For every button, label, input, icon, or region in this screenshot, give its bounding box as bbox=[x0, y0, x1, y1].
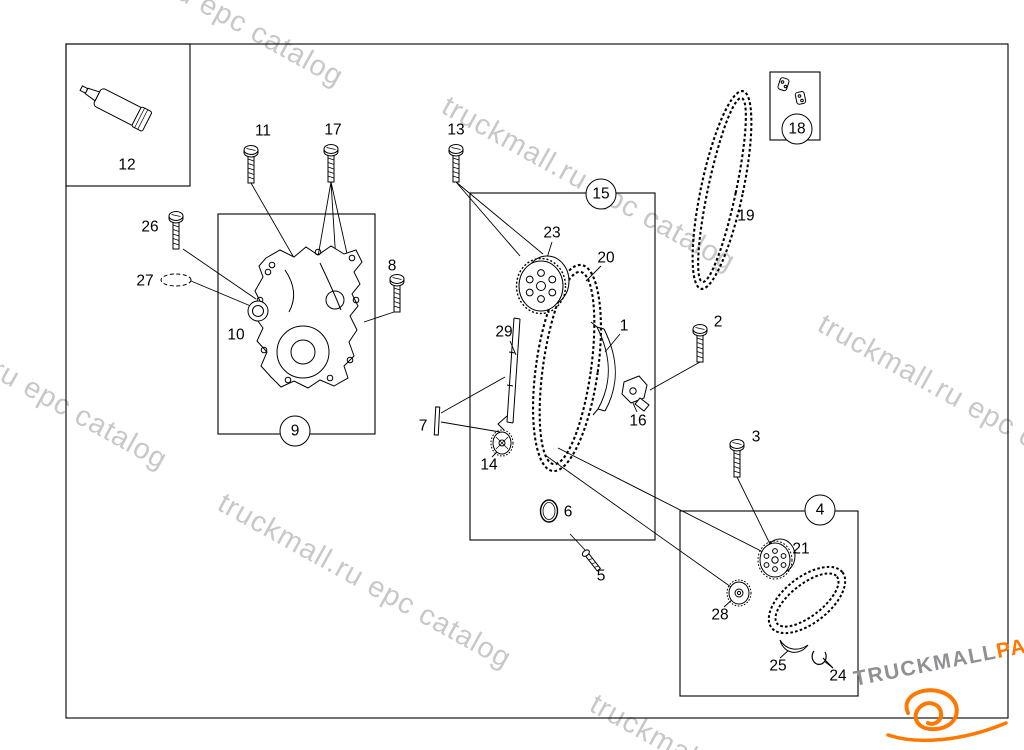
balance-chain-drawing bbox=[767, 565, 847, 635]
part-label-4: 4 bbox=[804, 494, 836, 526]
o-ring-27-drawing bbox=[160, 273, 192, 287]
balance-sprocket-28-drawing bbox=[726, 579, 752, 607]
cam-sprocket-23-drawing bbox=[515, 255, 570, 315]
part-label-13: 13 bbox=[447, 121, 465, 139]
part-label-27: 27 bbox=[136, 272, 154, 290]
brand-swirl-icon bbox=[886, 688, 1008, 743]
sealant-tube-12-drawing bbox=[79, 85, 152, 132]
part-label-3: 3 bbox=[751, 428, 761, 446]
o-ring-6-drawing bbox=[539, 499, 559, 523]
front-cover-drawing bbox=[254, 245, 363, 389]
part-label-1: 1 bbox=[619, 317, 629, 335]
pin-7-drawing bbox=[433, 406, 441, 436]
retainer-clips-drawing bbox=[777, 77, 807, 105]
chain-19-drawing bbox=[691, 90, 753, 290]
part-label-6: 6 bbox=[563, 503, 573, 521]
bolt-5-drawing bbox=[581, 549, 602, 572]
part-label-18: 18 bbox=[781, 113, 813, 145]
part-label-16: 16 bbox=[629, 412, 647, 430]
retainer-24-drawing bbox=[811, 650, 834, 669]
leader-lines bbox=[182, 181, 834, 669]
part-label-14: 14 bbox=[480, 456, 498, 474]
part-label-23: 23 bbox=[543, 224, 561, 242]
part-label-28: 28 bbox=[711, 606, 729, 624]
oil-seal-10-drawing bbox=[247, 300, 269, 322]
part-label-25: 25 bbox=[769, 657, 787, 675]
chain-tensioner-16-drawing bbox=[621, 375, 650, 412]
part-label-9: 9 bbox=[279, 415, 311, 447]
sealant-box bbox=[65, 43, 191, 187]
part-label-7: 7 bbox=[418, 417, 428, 435]
timing-chain-20-drawing bbox=[532, 263, 602, 473]
part-label-19: 19 bbox=[737, 207, 755, 225]
thrust-plate-25-drawing bbox=[779, 639, 809, 653]
group-boxes bbox=[65, 43, 1009, 719]
idler-sprocket-14-drawing bbox=[490, 429, 514, 457]
part-label-24: 24 bbox=[829, 667, 847, 685]
part-label-11: 11 bbox=[254, 122, 272, 140]
part-label-15: 15 bbox=[585, 178, 617, 210]
balance-chain-kit-box bbox=[679, 510, 859, 697]
part-label-20: 20 bbox=[597, 249, 615, 267]
part-label-5: 5 bbox=[596, 567, 606, 585]
timing-chain-kit-box bbox=[469, 192, 656, 541]
part-label-21: 21 bbox=[792, 540, 810, 558]
chain-guide-29-drawing bbox=[497, 317, 521, 431]
part-label-8: 8 bbox=[387, 257, 397, 275]
balance-sprocket-21-drawing bbox=[757, 538, 796, 580]
tensioner-rail-1-drawing bbox=[590, 321, 616, 416]
part-label-2: 2 bbox=[713, 313, 723, 331]
part-label-26: 26 bbox=[141, 218, 159, 236]
main-border bbox=[65, 43, 1009, 719]
part-label-12: 12 bbox=[118, 156, 136, 174]
part-label-29: 29 bbox=[495, 323, 513, 341]
part-label-10: 10 bbox=[227, 326, 245, 344]
part-label-17: 17 bbox=[324, 121, 342, 139]
